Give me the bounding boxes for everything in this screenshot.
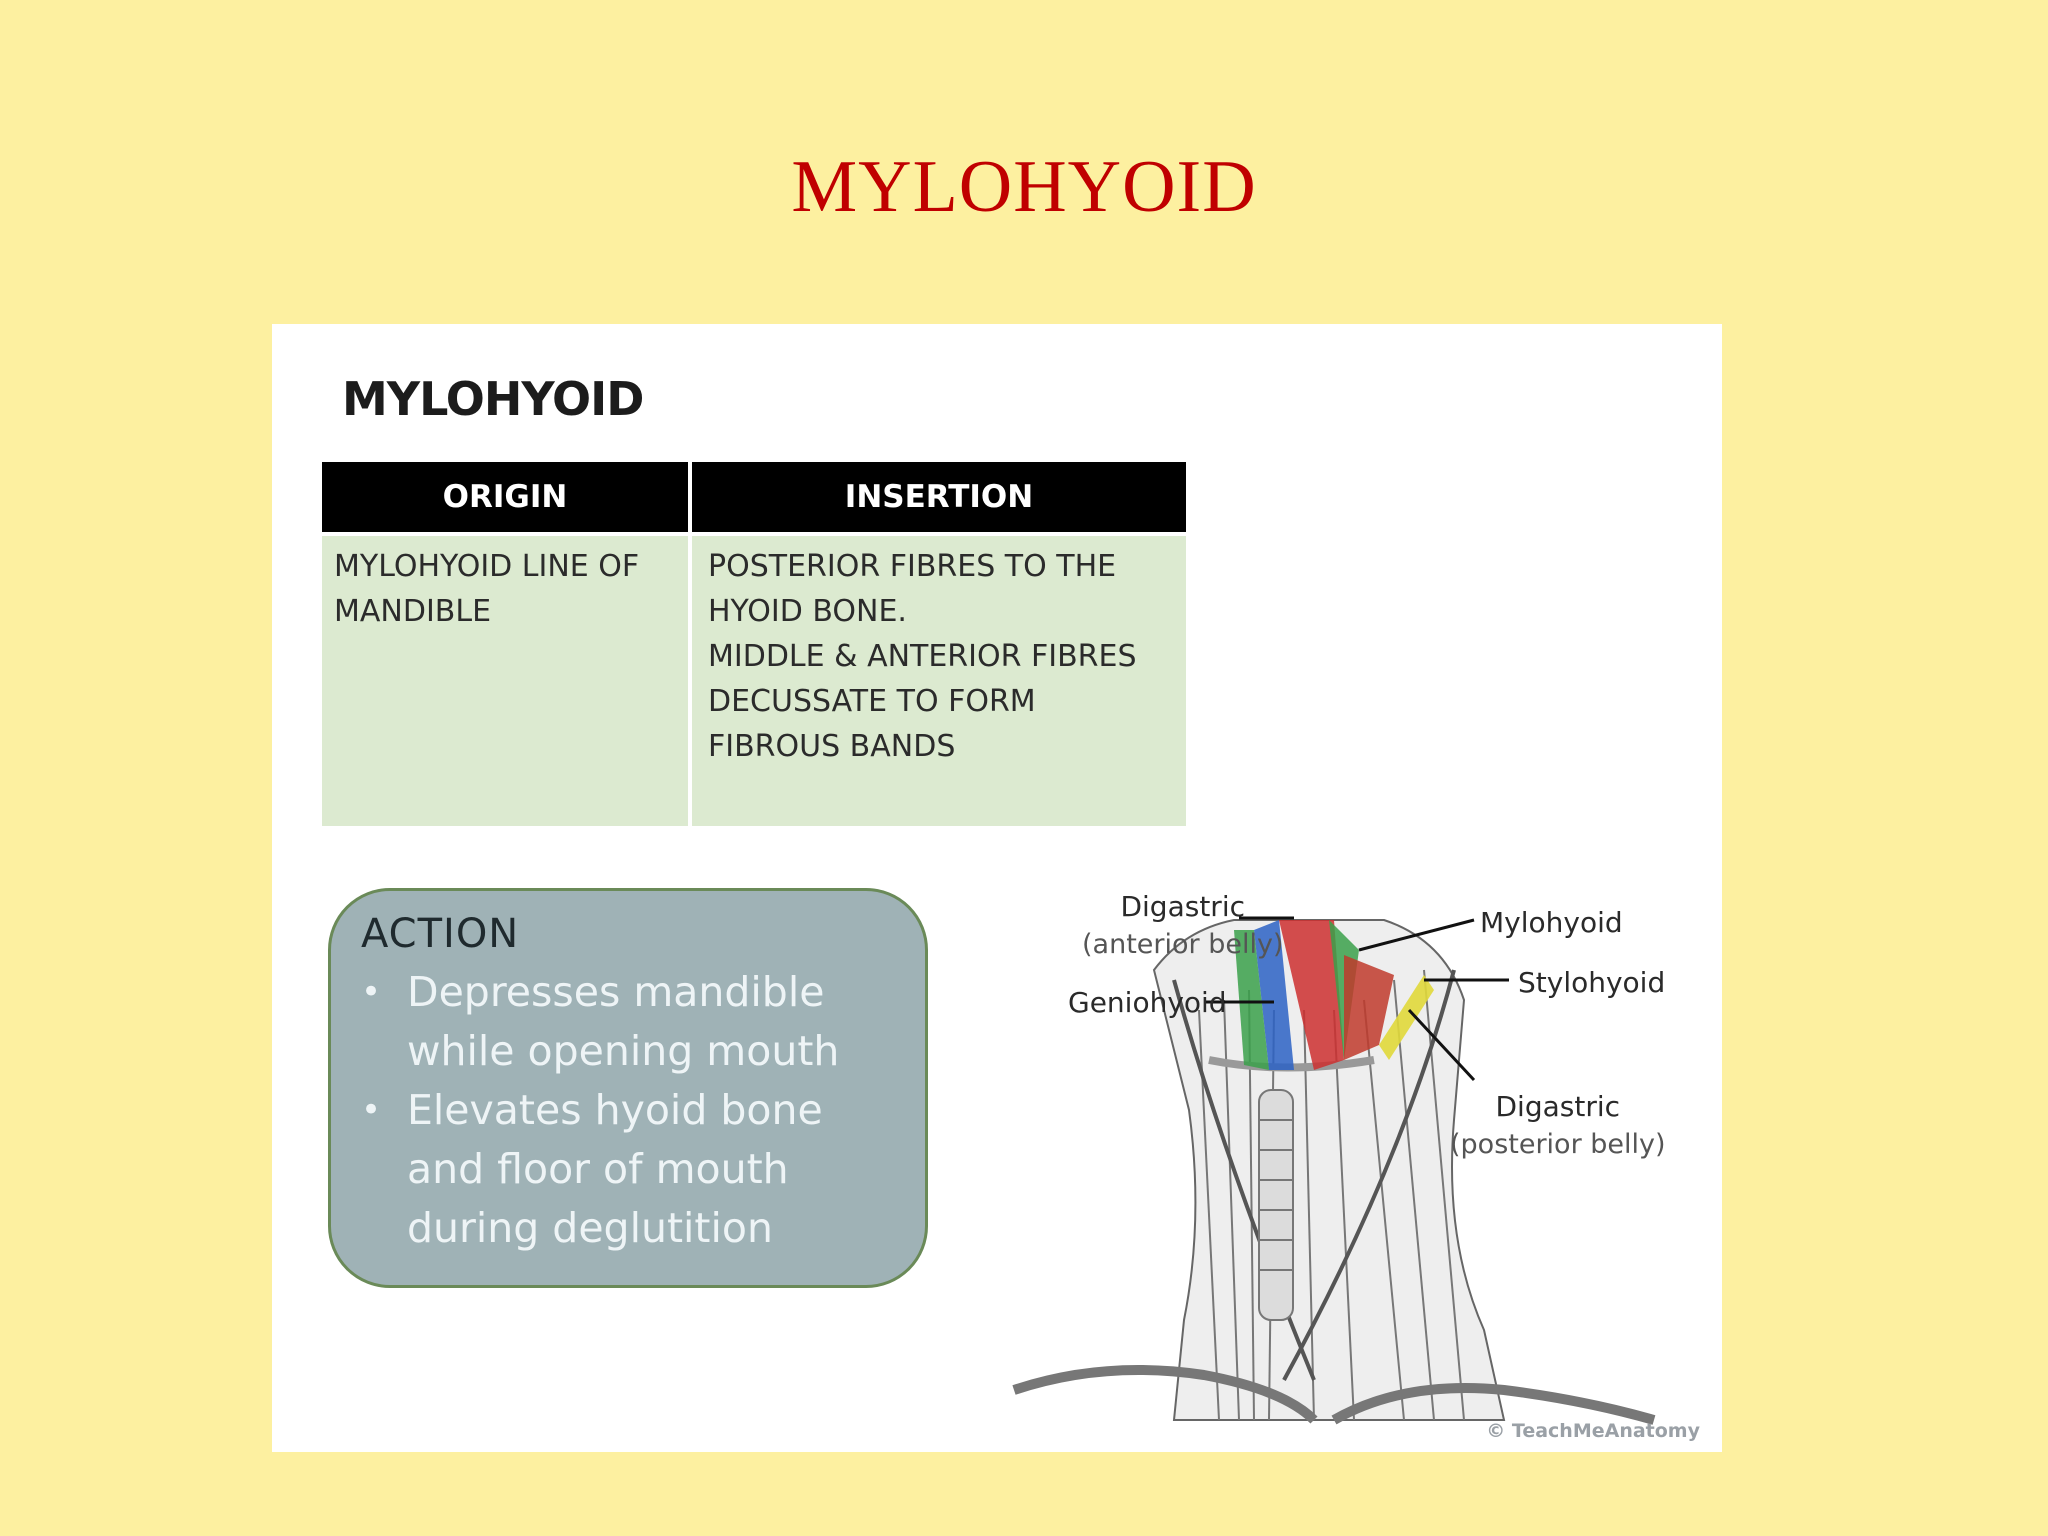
label-geniohyoid: Geniohyoid: [1068, 986, 1227, 1019]
label-stylohyoid: Stylohyoid: [1518, 966, 1666, 999]
bullet-icon: •: [361, 972, 382, 1012]
label-digastric-posterior: Digastric (posterior belly): [1450, 1088, 1666, 1164]
table-header-origin: ORIGIN: [322, 462, 688, 532]
insertion-line: FIBROUS BANDS: [708, 729, 956, 764]
action-item: • Elevates hyoid bone and floor of mouth…: [361, 1081, 895, 1258]
mylohyoid-region-1: [1234, 930, 1269, 1070]
action-box: ACTION • Depresses mandible while openin…: [328, 888, 928, 1288]
insertion-line: DECUSSATE TO FORM: [708, 684, 1036, 719]
action-item-line: Depresses mandible: [407, 968, 825, 1016]
card-heading: MYLOHYOID: [342, 372, 644, 426]
insertion-line: POSTERIOR FIBRES TO THE: [708, 549, 1117, 584]
digastric-anterior-region: [1279, 920, 1344, 1070]
origin-line: MYLOHYOID LINE OF: [334, 549, 640, 584]
content-card: MYLOHYOID ORIGIN INSERTION MYLOHYOID LIN…: [272, 324, 1722, 1452]
neck-anatomy-figure: Digastric (anterior belly) Mylohyoid Sty…: [984, 860, 1714, 1450]
label-digastric-posterior-title: Digastric: [1495, 1090, 1621, 1123]
action-item: • Depresses mandible while opening mouth: [361, 963, 895, 1081]
action-item-line: during deglutition: [407, 1204, 773, 1252]
image-credit: © TeachMeAnatomy: [1486, 1420, 1700, 1442]
label-digastric-posterior-sub: (posterior belly): [1450, 1129, 1666, 1160]
stylohyoid-region: [1379, 975, 1434, 1060]
action-item-line: while opening mouth: [407, 1027, 840, 1075]
table-cell-origin: MYLOHYOID LINE OF MANDIBLE: [322, 536, 688, 826]
origin-insertion-table: ORIGIN INSERTION MYLOHYOID LINE OF MANDI…: [322, 462, 1186, 826]
label-digastric-anterior-sub: (anterior belly): [1082, 929, 1284, 960]
bullet-icon: •: [361, 1090, 382, 1130]
action-title: ACTION: [361, 911, 520, 957]
label-mylohyoid: Mylohyoid: [1480, 906, 1623, 939]
neck-muscles-illustration: [1012, 916, 1656, 1425]
insertion-line: HYOID BONE.: [708, 594, 907, 629]
origin-line: MANDIBLE: [334, 594, 492, 629]
action-item-line: and floor of mouth: [407, 1145, 789, 1193]
table-cell-insertion: POSTERIOR FIBRES TO THE HYOID BONE. MIDD…: [692, 536, 1186, 826]
label-digastric-anterior: Digastric (anterior belly): [1082, 888, 1283, 964]
action-item-line: Elevates hyoid bone: [407, 1086, 823, 1134]
action-list: • Depresses mandible while opening mouth…: [361, 963, 895, 1258]
geniohyoid-region: [1254, 920, 1294, 1070]
label-digastric-anterior-title: Digastric: [1120, 890, 1245, 923]
slide-title: MYLOHYOID: [791, 146, 1257, 228]
table-header-insertion: INSERTION: [692, 462, 1186, 532]
insertion-line: MIDDLE & ANTERIOR FIBRES: [708, 639, 1137, 674]
digastric-red-region: [1344, 955, 1394, 1060]
